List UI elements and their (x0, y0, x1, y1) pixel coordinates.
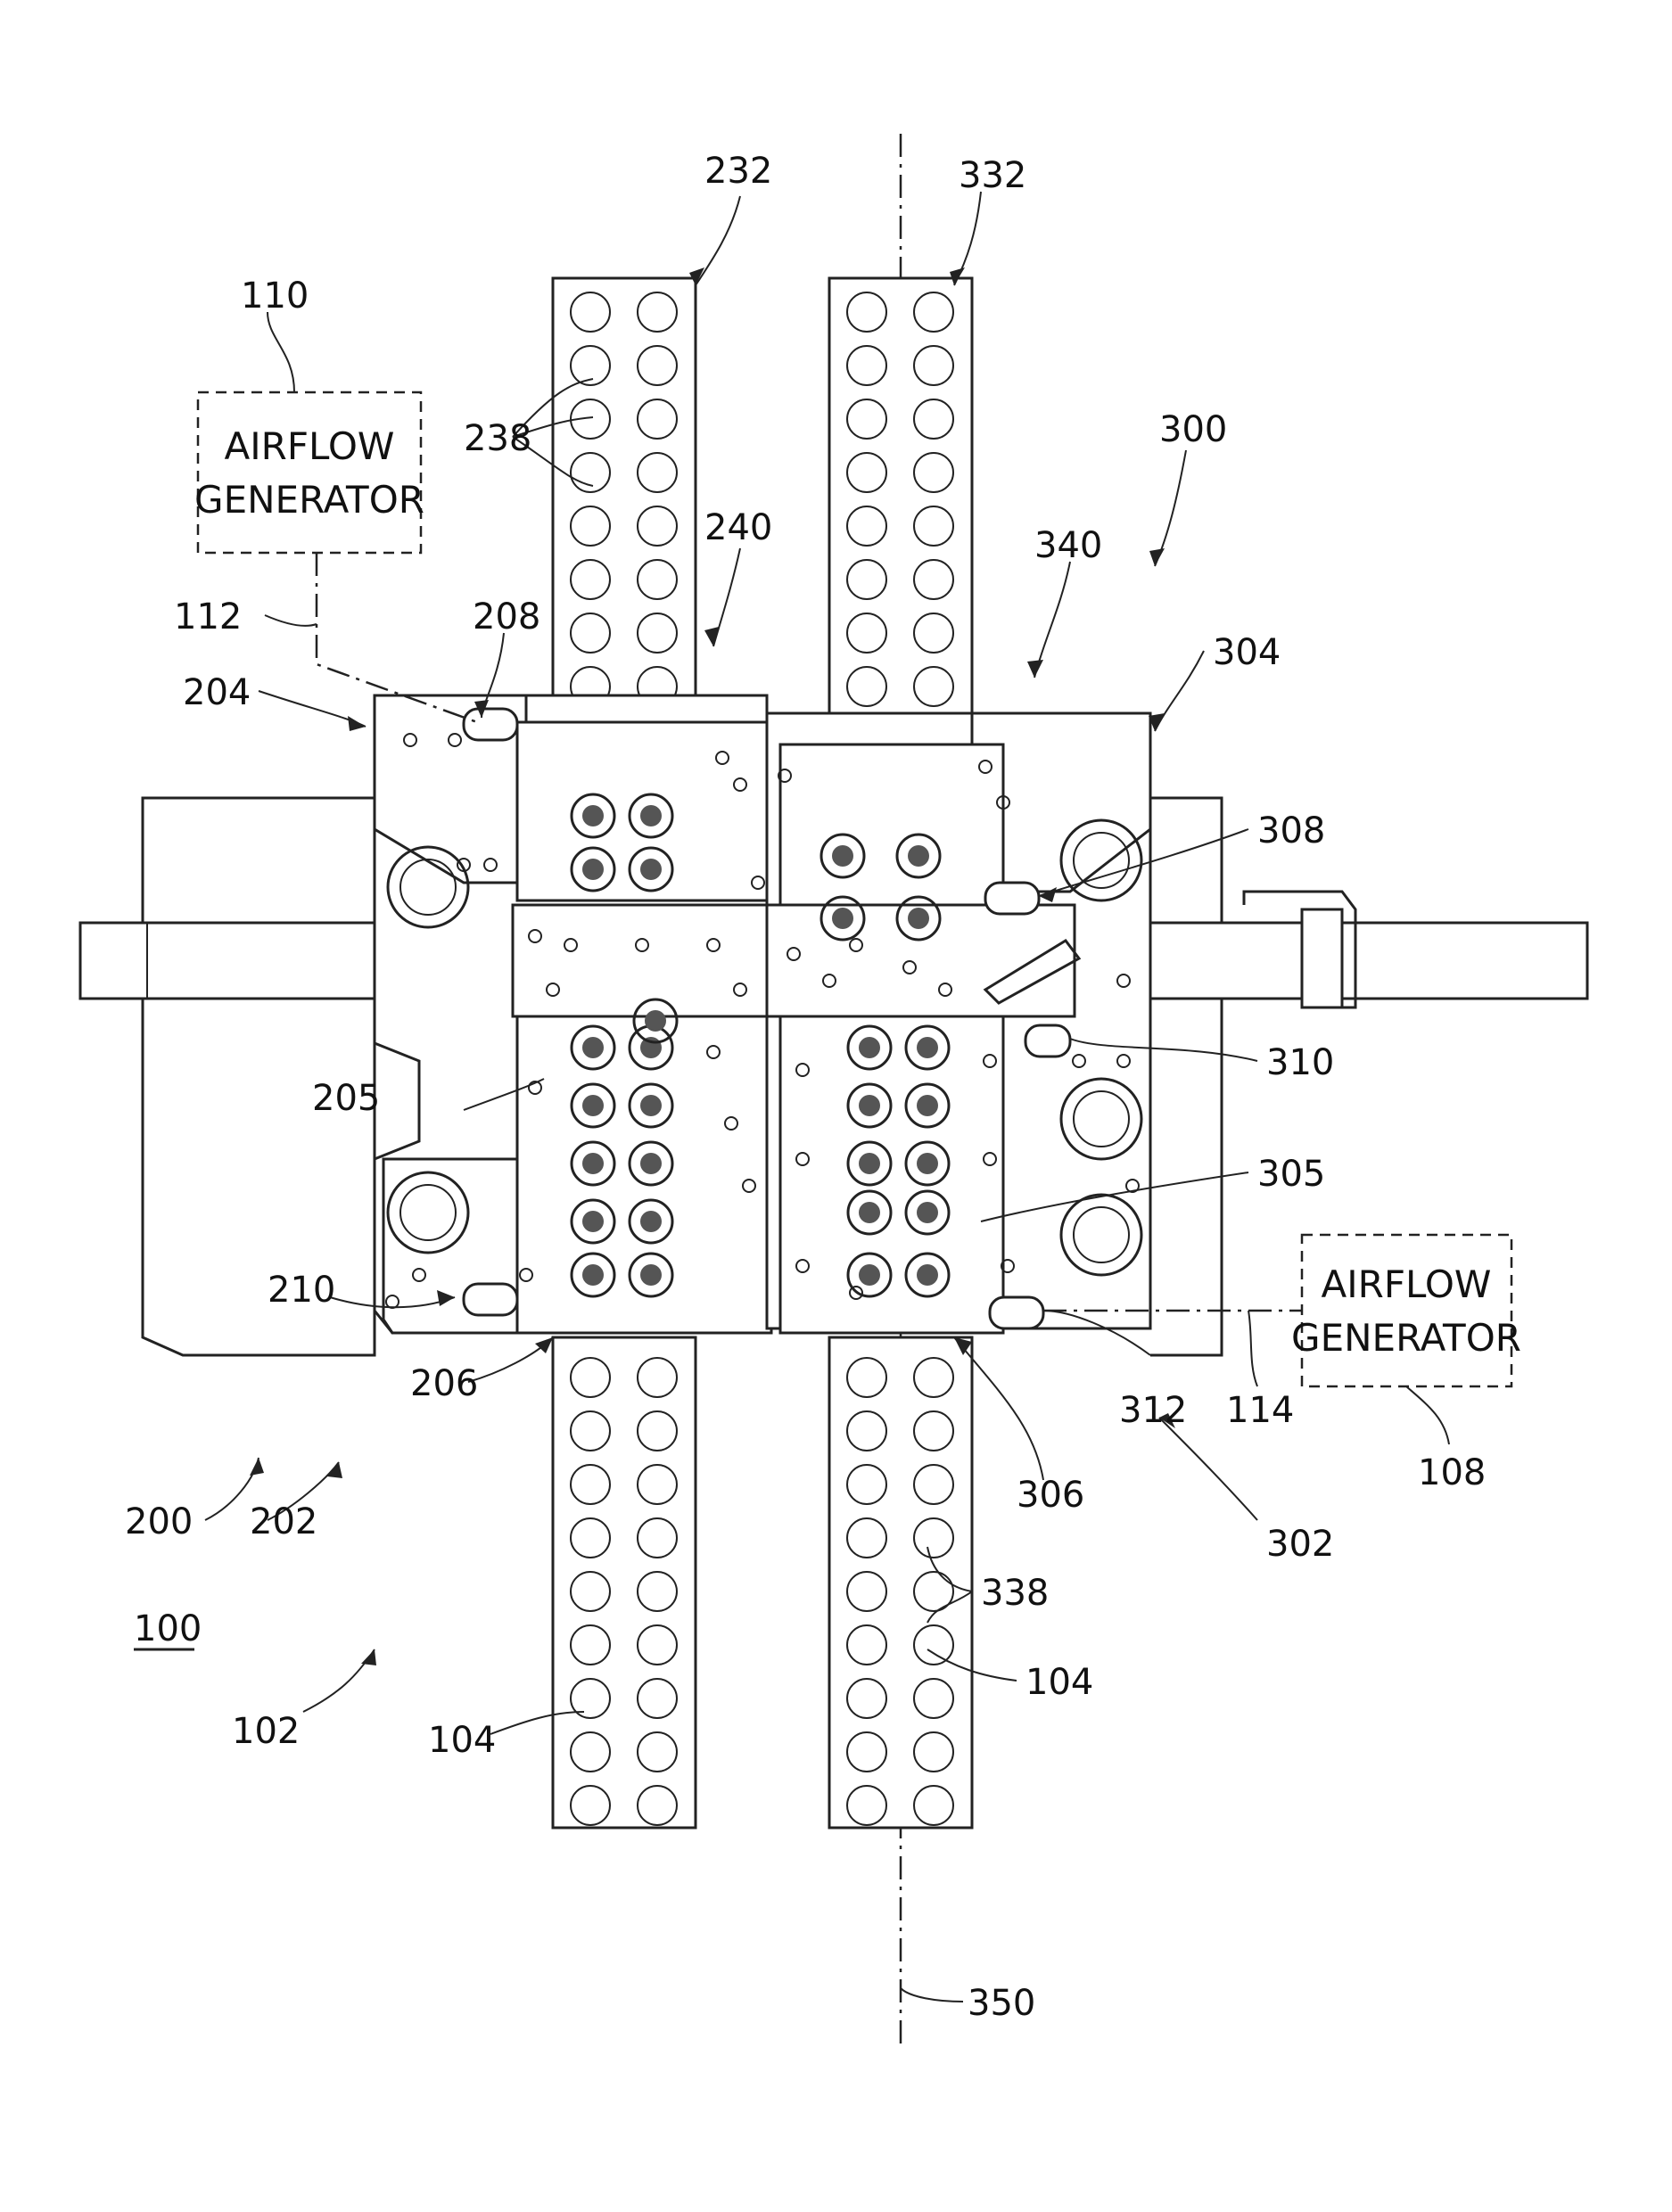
valve-port-core (859, 1037, 880, 1058)
right-upper-module (780, 744, 1003, 905)
airflow-generator-110-box (198, 392, 421, 553)
valve-port-core (917, 1264, 938, 1286)
valve-port-core (582, 1211, 604, 1232)
label-350: 350 (968, 1983, 1035, 2024)
right-lower-module (780, 1016, 1003, 1333)
valve-port-core (640, 1211, 662, 1232)
label-200: 200 (125, 1501, 193, 1542)
label-110: 110 (241, 275, 309, 317)
valve-port-core (908, 908, 929, 929)
valve-port-core (859, 1095, 880, 1116)
conveyor-lower-right (829, 1337, 972, 1828)
label-232: 232 (704, 151, 772, 192)
nozzle-210 (464, 1284, 517, 1315)
label-304: 304 (1213, 632, 1281, 673)
nozzle-310 (1025, 1025, 1070, 1057)
label-306: 306 (1017, 1475, 1084, 1516)
label-210: 210 (268, 1270, 335, 1311)
left-housing-outline (143, 798, 375, 1355)
valve-port-core (908, 845, 929, 867)
airflow-generator-108-line2: GENERATOR (1291, 1316, 1521, 1360)
label-102: 102 (232, 1711, 300, 1752)
nozzle-312 (990, 1297, 1043, 1328)
label-206: 206 (410, 1363, 478, 1404)
label-114: 114 (1226, 1390, 1294, 1431)
label-100: 100 (134, 1608, 202, 1649)
label-108: 108 (1418, 1452, 1486, 1493)
left-lower-module (517, 1012, 771, 1333)
nozzle-308 (985, 883, 1039, 914)
label-104-left: 104 (428, 1720, 496, 1761)
label-205: 205 (312, 1078, 380, 1119)
valve-port-core (917, 1202, 938, 1223)
airflow-generator-108-line1: AIRFLOW (1322, 1262, 1492, 1306)
valve-port-core (640, 1264, 662, 1286)
valve-port-core (582, 805, 604, 826)
label-340: 340 (1034, 525, 1102, 566)
label-202: 202 (250, 1501, 317, 1542)
valve-port-core (640, 1095, 662, 1116)
valve-port-core (582, 1153, 604, 1174)
label-332: 332 (959, 155, 1026, 196)
valve-port-core (640, 859, 662, 880)
label-305: 305 (1257, 1154, 1325, 1195)
label-312: 312 (1119, 1390, 1187, 1431)
valve-port-core (859, 1153, 880, 1174)
label-300: 300 (1159, 409, 1227, 450)
valve-port-core (582, 1095, 604, 1116)
valve-port-core (645, 1010, 666, 1032)
label-308: 308 (1257, 810, 1325, 851)
valve-port-core (582, 1037, 604, 1058)
label-104-right: 104 (1025, 1662, 1093, 1703)
label-310: 310 (1266, 1042, 1334, 1083)
valve-port-core (859, 1264, 880, 1286)
conveyor-332 (829, 278, 972, 746)
right-end-clamp (1302, 909, 1342, 1007)
nozzle-208 (464, 709, 517, 740)
label-302: 302 (1266, 1524, 1334, 1565)
valve-port-core (832, 845, 853, 867)
valve-port-core (582, 859, 604, 880)
valve-port-core (640, 805, 662, 826)
label-112: 112 (174, 596, 242, 637)
airflow-generator-108-box (1302, 1235, 1511, 1386)
valve-port-core (859, 1202, 880, 1223)
label-204: 204 (183, 672, 251, 713)
valve-port-core (917, 1153, 938, 1174)
valve-port-core (832, 908, 853, 929)
valve-port-core (640, 1153, 662, 1174)
right-housing-outline (1150, 798, 1222, 1355)
center-block-left (513, 905, 767, 1016)
conveyor-232 (553, 278, 696, 746)
label-338: 338 (981, 1573, 1049, 1614)
label-240: 240 (704, 507, 772, 548)
valve-port-core (917, 1095, 938, 1116)
label-238: 238 (464, 418, 531, 459)
valve-port-core (917, 1037, 938, 1058)
conveyor-lower-left (553, 1337, 696, 1828)
airflow-generator-110-line2: GENERATOR (194, 478, 424, 522)
label-208: 208 (473, 596, 540, 637)
valve-port-core (582, 1264, 604, 1286)
airflow-generator-110-line1: AIRFLOW (225, 424, 395, 468)
